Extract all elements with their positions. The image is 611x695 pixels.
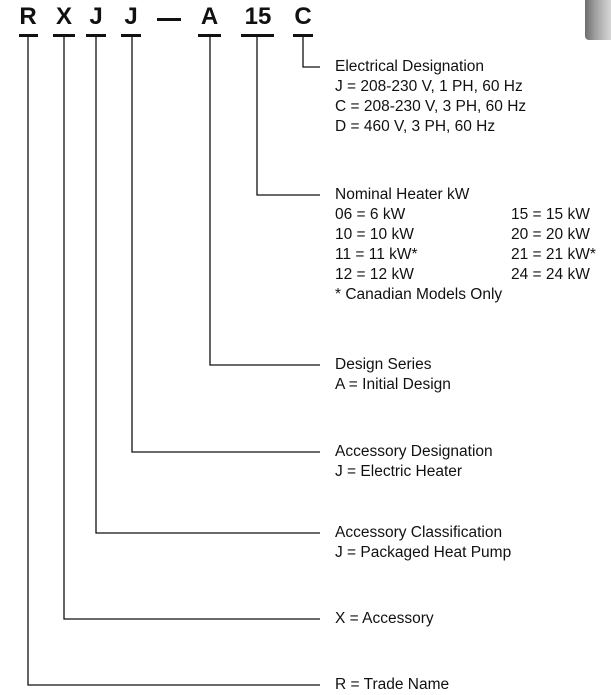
heater-option: 15 = 15 kW [511, 206, 590, 223]
accessory-label: X = Accessory [335, 610, 434, 627]
heater-title: Nominal Heater kW [335, 186, 470, 203]
heater-option: 12 = 12 kW [335, 266, 414, 283]
accessory-designation-block: Accessory Designation J = Electric Heate… [335, 442, 493, 482]
trade-name-label: R = Trade Name [335, 676, 450, 693]
heater-option: 11 = 11 kW* [335, 246, 418, 263]
heater-option: 24 = 24 kW [511, 266, 590, 283]
heater-kw-block: Nominal Heater kW 06 = 6 kW 15 = 15 kW 1… [335, 185, 596, 305]
code-underline-15 [241, 34, 274, 37]
code-letter-r: R [19, 3, 37, 30]
leader-electrical [302, 37, 320, 68]
heater-option: 06 = 6 kW [335, 206, 406, 223]
electrical-line: C = 208-230 V, 3 PH, 60 Hz [335, 98, 527, 115]
code-digits-15: 15 [244, 3, 272, 30]
code-underline-j2 [121, 34, 141, 37]
code-letter-x: X [55, 3, 72, 30]
accessory-classification-line: J = Packaged Heat Pump [335, 544, 512, 561]
design-series-line: A = Initial Design [335, 376, 451, 393]
heater-option: 21 = 21 kW* [511, 246, 596, 263]
accessory-designation-title: Accessory Designation [335, 443, 493, 460]
heater-note: * Canadian Models Only [335, 286, 503, 303]
electrical-designation-block: Electrical Designation J = 208-230 V, 1 … [335, 57, 526, 137]
product-photo-fragment [585, 0, 611, 40]
code-letter-j1: J [89, 3, 103, 30]
accessory-classification-title: Accessory Classification [335, 524, 503, 541]
code-underline-r [19, 34, 38, 37]
heater-option: 10 = 10 kW [335, 226, 414, 243]
leader-accessory-classification [95, 37, 320, 534]
electrical-title: Electrical Designation [335, 58, 485, 75]
code-underline-a [198, 34, 221, 37]
electrical-line: D = 460 V, 3 PH, 60 Hz [335, 118, 496, 135]
heater-table: 06 = 6 kW 15 = 15 kW 10 = 10 kW 20 = 20 … [335, 205, 596, 285]
leader-trade-name [27, 37, 320, 686]
design-series-title: Design Series [335, 356, 432, 373]
code-dash [157, 18, 181, 21]
electrical-line: J = 208-230 V, 1 PH, 60 Hz [335, 78, 523, 95]
design-series-block: Design Series A = Initial Design [335, 355, 451, 395]
heater-option: 20 = 20 kW [511, 226, 590, 243]
code-letter-a: A [200, 3, 219, 30]
leader-accessory-designation [131, 37, 320, 453]
code-letter-j2: J [124, 3, 138, 30]
accessory-classification-block: Accessory Classification J = Packaged He… [335, 523, 511, 563]
leader-accessory [63, 37, 320, 620]
code-letter-c: C [294, 3, 312, 30]
accessory-designation-line: J = Electric Heater [335, 463, 463, 480]
code-underline-x [53, 34, 75, 37]
code-underline-j1 [86, 34, 106, 37]
code-underline-c [293, 34, 313, 37]
leader-heater [256, 37, 320, 196]
leader-design-series [209, 37, 320, 366]
